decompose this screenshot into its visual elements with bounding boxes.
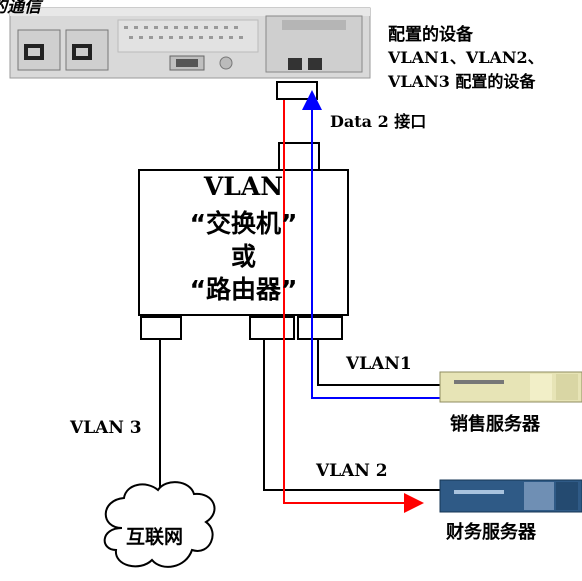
finance-server-label: 财务服务器: [446, 518, 536, 544]
power-supply-1: [18, 30, 60, 70]
switch-title-line3: 或: [139, 237, 348, 273]
switch-port-vlan2: [250, 317, 294, 339]
vlan2-label: VLAN 2: [316, 461, 388, 481]
switch-title-line4: “路由器”: [139, 270, 348, 306]
switch-title-line2: “交换机”: [139, 204, 348, 240]
vlan1-label: VLAN1: [346, 354, 412, 374]
sales-server-icon: [440, 372, 582, 402]
appliance-rear-panel: [10, 8, 370, 78]
device-label-line2: VLAN1、VLAN2、: [388, 44, 544, 68]
data2-port-connector: [277, 82, 317, 99]
internet-label: 互联网: [126, 522, 183, 549]
switch-port-vlan3: [141, 317, 181, 339]
switch-title-line1: VLAN: [139, 172, 348, 201]
vlan3-label: VLAN 3: [70, 418, 142, 438]
finance-server-icon: [440, 480, 582, 512]
power-supply-2: [66, 30, 108, 70]
sales-server-label: 销售服务器: [450, 410, 540, 436]
device-label-line3: VLAN3 配置的设备: [388, 68, 535, 92]
switch-port-vlan1: [298, 317, 342, 339]
data2-interface-label: Data 2 接口: [330, 108, 426, 132]
device-label-line1: 配置的设备: [388, 20, 473, 45]
top-caption-fragment: 的通信: [0, 0, 41, 17]
